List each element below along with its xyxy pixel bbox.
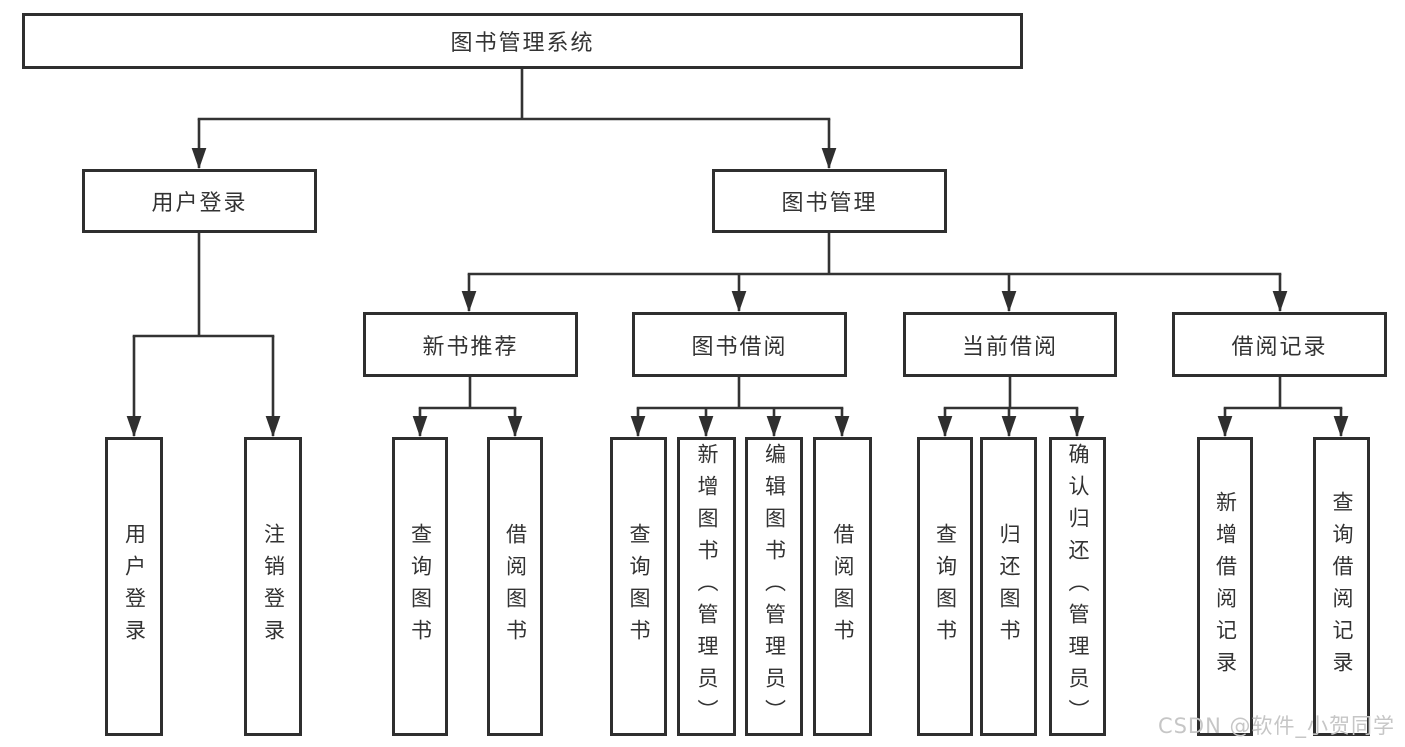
leaf-add-borrow-record: 新增借阅记录 xyxy=(1197,437,1253,736)
node-book-borrow: 图书借阅 xyxy=(632,312,847,377)
leaf-query-borrow-record: 查询借阅记录 xyxy=(1313,437,1370,736)
leaf-logout-label: 注销登录 xyxy=(261,522,286,651)
leaf-query-books-recommend-label: 查询图书 xyxy=(408,522,433,651)
node-book-management-label: 图书管理 xyxy=(781,191,878,216)
node-user-login-label: 用户登录 xyxy=(151,191,248,216)
leaf-confirm-return-admin: 确认归还（管理员） xyxy=(1049,437,1106,736)
node-user-login: 用户登录 xyxy=(82,169,317,233)
node-root: 图书管理系统 xyxy=(22,13,1023,69)
leaf-user-login: 用户登录 xyxy=(105,437,163,736)
connector xyxy=(132,67,1343,410)
leaf-add-books-admin: 新增图书（管理员） xyxy=(677,437,736,736)
leaf-logout: 注销登录 xyxy=(244,437,302,736)
leaf-edit-books-admin: 编辑图书（管理员） xyxy=(745,437,803,736)
leaf-borrow-books-recommend: 借阅图书 xyxy=(487,437,543,736)
leaf-return-books-label: 归还图书 xyxy=(997,522,1021,651)
leaf-query-books-borrow: 查询图书 xyxy=(610,437,667,736)
node-book-borrow-label: 图书借阅 xyxy=(691,334,788,360)
connector-rails xyxy=(132,67,1343,410)
leaf-user-login-label: 用户登录 xyxy=(122,522,147,651)
node-book-management: 图书管理 xyxy=(712,169,947,233)
leaf-borrow-books-recommend-label: 借阅图书 xyxy=(503,522,528,651)
node-new-book-recommend: 新书推荐 xyxy=(363,312,578,377)
leaf-add-borrow-record-label: 新增借阅记录 xyxy=(1213,490,1238,683)
node-new-book-recommend-label: 新书推荐 xyxy=(422,334,519,360)
leaf-query-books-current-label: 查询图书 xyxy=(933,522,958,651)
leaf-borrow-books-label: 借阅图书 xyxy=(831,522,855,651)
node-current-borrow: 当前借阅 xyxy=(903,312,1117,377)
leaf-edit-books-admin-label: 编辑图书（管理员） xyxy=(762,442,787,731)
node-borrow-records: 借阅记录 xyxy=(1172,312,1387,377)
leaf-confirm-return-admin-label: 确认归还（管理员） xyxy=(1066,442,1090,731)
leaf-query-books-current: 查询图书 xyxy=(917,437,973,736)
leaf-borrow-books: 借阅图书 xyxy=(813,437,872,736)
leaf-query-books-recommend: 查询图书 xyxy=(392,437,448,736)
leaf-query-borrow-record-label: 查询借阅记录 xyxy=(1330,490,1354,683)
leaf-query-books-borrow-label: 查询图书 xyxy=(627,522,651,651)
node-current-borrow-label: 当前借阅 xyxy=(961,334,1058,360)
connector-arrows xyxy=(126,119,1349,438)
leaf-return-books: 归还图书 xyxy=(980,437,1037,736)
leaf-add-books-admin-label: 新增图书（管理员） xyxy=(695,442,719,731)
csdn-watermark: CSDN @软件_小贺同学 xyxy=(1157,714,1395,738)
node-root-label: 图书管理系统 xyxy=(450,31,595,56)
node-borrow-records-label: 借阅记录 xyxy=(1231,334,1328,360)
